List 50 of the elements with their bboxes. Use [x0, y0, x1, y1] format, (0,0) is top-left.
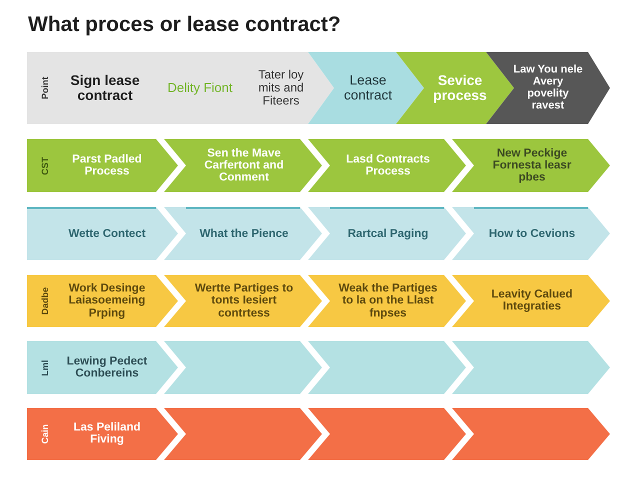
- chevron-step: [486, 52, 610, 124]
- chevron-step: [27, 207, 178, 260]
- chevron-step: [308, 207, 466, 260]
- step-text: Law You nele Avery povelity ravest: [513, 64, 583, 112]
- row-tag: CST: [40, 156, 50, 174]
- chevron-step: [452, 408, 610, 460]
- chevron-step: [452, 207, 610, 260]
- chevron-step: [452, 139, 610, 192]
- step-text: Tater loy mits and Fiteers: [257, 68, 305, 108]
- row-tag: Dadbe: [40, 287, 50, 315]
- step-text: Sen the Mave Carfertont and Conment: [203, 146, 285, 184]
- step-text: Rartcal Paging: [346, 227, 430, 240]
- chevron-step: [164, 341, 322, 394]
- chevron-step: [164, 207, 322, 260]
- step-text: Lewing Pedect Conbereins: [66, 355, 148, 380]
- chevron-step: [308, 341, 466, 394]
- step-text: Weak the Partiges to la on the Llast fnpses: [338, 282, 438, 320]
- chevron-step: [164, 139, 322, 192]
- chevron-step: [396, 52, 514, 124]
- chevron-step: [452, 341, 610, 394]
- step-text: Delity Fiont: [166, 80, 234, 96]
- row-tag: Lml: [40, 360, 50, 376]
- step-text: Work Desinge Laiasoemeing Prping: [68, 282, 146, 320]
- step-text: New Peckige Fornesta leasr pbes: [492, 146, 572, 184]
- step-text: Lease contract: [342, 73, 394, 103]
- chevron-step: [164, 275, 322, 327]
- row-tag: Cain: [40, 424, 50, 444]
- chevron-step: [308, 139, 466, 192]
- step-text: Sign lease contract: [69, 72, 141, 104]
- chevron-step: [308, 408, 466, 460]
- chevron-step: [164, 408, 322, 460]
- chevron-step: [27, 275, 178, 327]
- chevron-step: [308, 275, 466, 327]
- row-tag: Point: [40, 76, 50, 100]
- step-text: Wette Contect: [67, 227, 147, 240]
- step-text: Sevice process: [432, 72, 488, 104]
- chevron-step: [27, 341, 178, 394]
- step-text: What the Pience: [198, 227, 290, 240]
- chevron-band: [27, 52, 334, 124]
- diagram-title: What proces or lease contract?: [28, 13, 341, 37]
- step-text: How to Cevions: [488, 227, 576, 240]
- step-text: Las Peliland Fiving: [72, 422, 142, 446]
- chevron-step: [27, 139, 178, 192]
- chevron-step: [27, 408, 178, 460]
- step-text: Lasd Contracts Process: [345, 153, 431, 178]
- step-text: Leavity Calued Integraties: [490, 288, 574, 314]
- step-text: Parst Padled Process: [71, 153, 143, 178]
- chevron-step: [308, 52, 424, 124]
- step-text: Wertte Partiges to tonts Iesiert contrtess: [194, 282, 294, 320]
- chevron-step: [452, 275, 610, 327]
